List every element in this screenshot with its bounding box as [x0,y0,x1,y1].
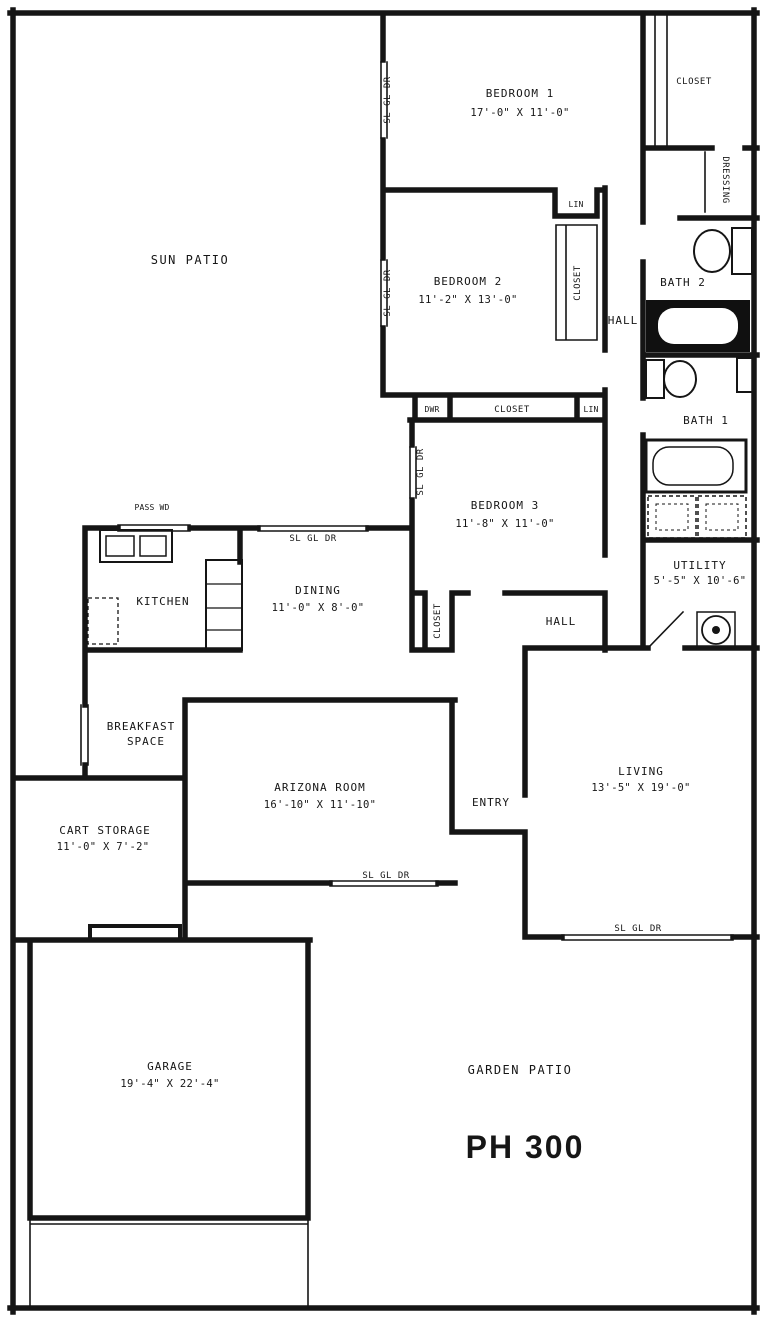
room-label-utility: UTILITY [673,559,726,572]
room-dims-bedroom1: 17'-0" X 11'-0" [470,107,569,119]
room-dims-garage: 19'-4" X 22'-4" [120,1078,219,1090]
room-label-bath2: BATH 2 [660,276,706,289]
sliding-door-label-bedroom3: SL GL DR [416,448,426,495]
room-dims-utility: 5'-5" X 10'-6" [654,575,747,587]
bath1-vanity-sink-right [705,503,739,531]
sliding-door-label-bedroom2: SL GL DR [383,269,393,316]
labels: SUN PATIO BEDROOM 1 17'-0" X 11'-0" CLOS… [57,76,747,1165]
bath2-toilet-bowl [693,229,731,273]
bath2-toilet-tank [731,227,753,275]
room-label-sun-patio: SUN PATIO [151,253,230,267]
bath1-vanity-left [647,495,697,539]
room-dims-bedroom3: 11'-8" X 11'-0" [455,518,554,530]
wall-outline-path [7,7,760,1315]
plan-title: PH 300 [466,1129,585,1165]
bath1-toilet-tank [645,359,665,399]
kitchen-sink-basin-left [105,535,135,557]
room-label-hall-entry: HALL [546,615,577,628]
water-heater-platform [696,611,736,649]
kitchen-sink-counter [99,529,173,563]
room-label-dressing: DRESSING [720,156,730,203]
sliding-door-label-dining: SL GL DR [289,534,336,544]
room-dims-arizona: 16'-10" X 11'-10" [264,799,377,811]
room-label-garage: GARAGE [147,1060,193,1073]
kitchen-cabinet [87,597,119,645]
pass-window-label: PASS WD [134,503,169,512]
bath1-vanity-right [697,495,747,539]
garage-step [88,924,182,942]
drawer-label: DWR [424,405,439,414]
linen-label-upper: LIN [568,200,583,209]
room-label-breakfast-2: SPACE [127,735,165,748]
closet-label-bedroom3: CLOSET [433,603,443,639]
room-label-arizona: ARIZONA ROOM [274,781,365,794]
kitchen-sink-basin-right [139,535,167,557]
sliding-door-label-arizona: SL GL DR [362,871,409,881]
room-label-bedroom2: BEDROOM 2 [434,275,503,288]
room-label-dining: DINING [295,584,341,597]
room-label-breakfast-1: BREAKFAST [107,720,176,733]
room-label-garden-patio: GARDEN PATIO [468,1063,573,1077]
room-dims-bedroom2: 11'-2" X 13'-0" [418,294,517,306]
room-dims-cart-storage: 11'-0" X 7'-2" [57,841,150,853]
water-heater [701,615,731,645]
closet-label-top: CLOSET [676,77,712,87]
room-label-bath1: BATH 1 [683,414,729,427]
walls-thick [7,7,760,1315]
closet-label-hall: CLOSET [494,405,530,415]
bath1-tub-basin [652,446,734,486]
closet-label-bedroom2: CLOSET [573,265,583,301]
room-label-hall-bedrooms: HALL [608,314,639,327]
room-label-kitchen: KITCHEN [136,595,189,608]
bath1-vanity-sink-left [655,503,689,531]
water-heater-center [712,626,720,634]
bath1-sink [736,357,754,393]
bath1-tub [644,438,748,494]
room-label-bedroom3: BEDROOM 3 [471,499,540,512]
fixtures [87,227,754,942]
bath2-tub-basin [658,308,738,344]
room-label-living: LIVING [618,765,664,778]
sliding-door-label-bedroom1: SL GL DR [383,76,393,123]
linen-label-lower: LIN [583,405,598,414]
room-dims-living: 13'-5" X 19'-0" [591,782,690,794]
room-label-cart-storage: CART STORAGE [59,824,150,837]
sliding-door-label-living: SL GL DR [614,924,661,934]
room-dims-dining: 11'-0" X 8'-0" [272,602,365,614]
room-label-bedroom1: BEDROOM 1 [486,87,555,100]
kitchen-range-counter [205,559,243,651]
bath1-toilet-bowl [663,360,697,398]
room-label-entry: ENTRY [472,796,510,809]
kitchen-counter-dividers [206,583,242,631]
